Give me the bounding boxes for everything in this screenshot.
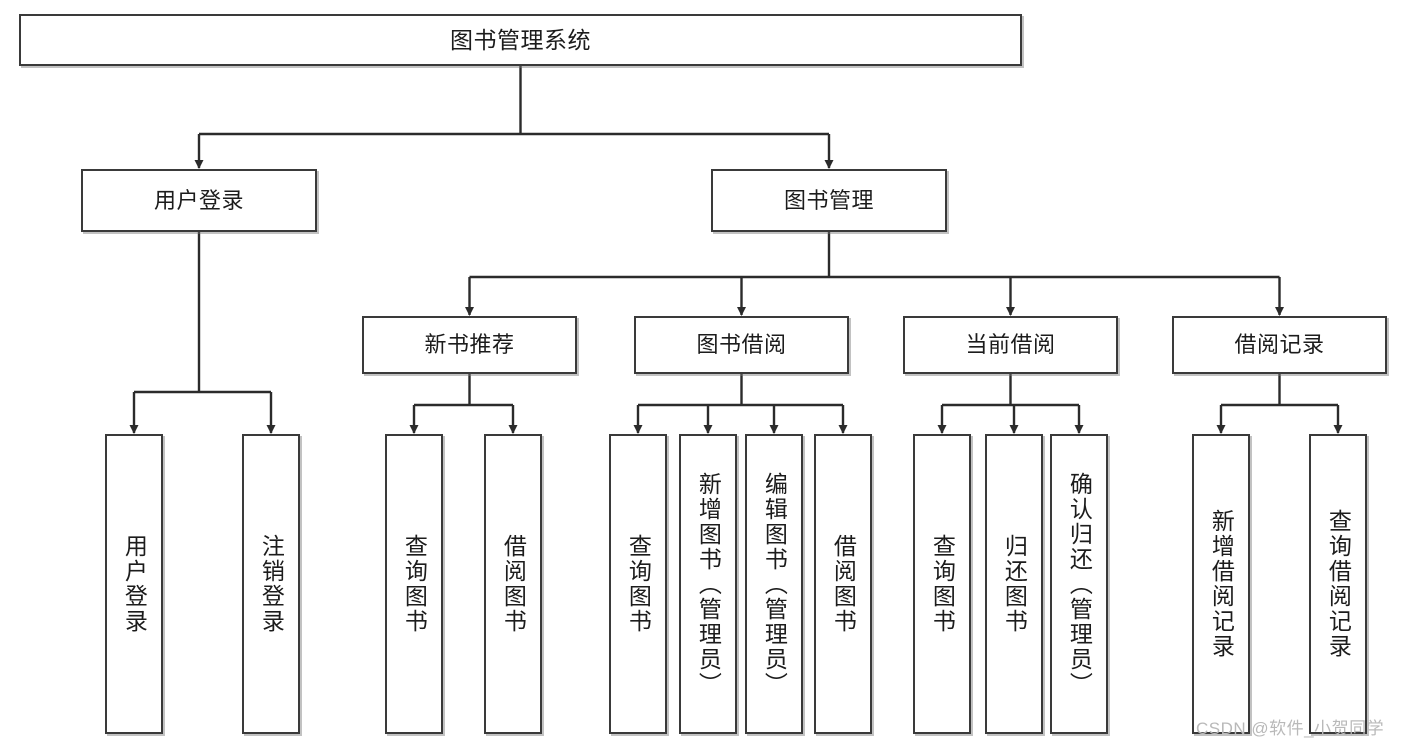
node-leaf-new-2[interactable]: 借阅图书 xyxy=(484,434,542,734)
node-label-leaf-new-1: 查询图书 xyxy=(401,534,428,634)
node-newbook[interactable]: 新书推荐 xyxy=(362,316,577,374)
node-leaf-bor-1[interactable]: 查询图书 xyxy=(609,434,667,734)
node-leaf-bor-3[interactable]: 编辑图书（管理员） xyxy=(745,434,803,734)
node-label-leaf-new-2: 借阅图书 xyxy=(500,534,527,634)
node-login[interactable]: 用户登录 xyxy=(81,169,317,232)
node-leaf-cur-3[interactable]: 确认归还（管理员） xyxy=(1050,434,1108,734)
node-leaf-cur-1[interactable]: 查询图书 xyxy=(913,434,971,734)
node-borrow[interactable]: 图书借阅 xyxy=(634,316,849,374)
node-label-records: 借阅记录 xyxy=(1234,332,1325,358)
node-root[interactable]: 图书管理系统 xyxy=(19,14,1022,66)
node-label-leaf-login-1: 用户登录 xyxy=(121,534,148,634)
node-leaf-new-1[interactable]: 查询图书 xyxy=(385,434,443,734)
node-label-leaf-cur-2: 归还图书 xyxy=(1001,534,1028,634)
node-label-newbook: 新书推荐 xyxy=(424,332,515,358)
node-label-borrow: 图书借阅 xyxy=(696,332,787,358)
node-label-leaf-login-2: 注销登录 xyxy=(258,534,285,634)
node-current[interactable]: 当前借阅 xyxy=(903,316,1118,374)
node-leaf-login-1[interactable]: 用户登录 xyxy=(105,434,163,734)
node-label-root: 图书管理系统 xyxy=(450,26,591,53)
node-label-current: 当前借阅 xyxy=(965,332,1056,358)
node-leaf-rec-1[interactable]: 新增借阅记录 xyxy=(1192,434,1250,734)
node-bookmgmt[interactable]: 图书管理 xyxy=(711,169,947,232)
node-label-leaf-rec-1: 新增借阅记录 xyxy=(1208,509,1235,659)
node-leaf-bor-4[interactable]: 借阅图书 xyxy=(814,434,872,734)
node-label-login: 用户登录 xyxy=(153,187,244,213)
node-label-leaf-rec-2: 查询借阅记录 xyxy=(1325,509,1352,659)
node-label-leaf-bor-2: 新增图书（管理员） xyxy=(695,471,722,697)
node-label-leaf-cur-3: 确认归还（管理员） xyxy=(1066,471,1093,697)
node-leaf-cur-2[interactable]: 归还图书 xyxy=(985,434,1043,734)
node-label-leaf-bor-3: 编辑图书（管理员） xyxy=(761,471,788,697)
node-records[interactable]: 借阅记录 xyxy=(1172,316,1387,374)
node-label-leaf-cur-1: 查询图书 xyxy=(929,534,956,634)
node-leaf-login-2[interactable]: 注销登录 xyxy=(242,434,300,734)
node-leaf-rec-2[interactable]: 查询借阅记录 xyxy=(1309,434,1367,734)
node-label-leaf-bor-1: 查询图书 xyxy=(625,534,652,634)
node-label-bookmgmt: 图书管理 xyxy=(783,187,874,213)
node-leaf-bor-2[interactable]: 新增图书（管理员） xyxy=(679,434,737,734)
node-label-leaf-bor-4: 借阅图书 xyxy=(830,534,857,634)
